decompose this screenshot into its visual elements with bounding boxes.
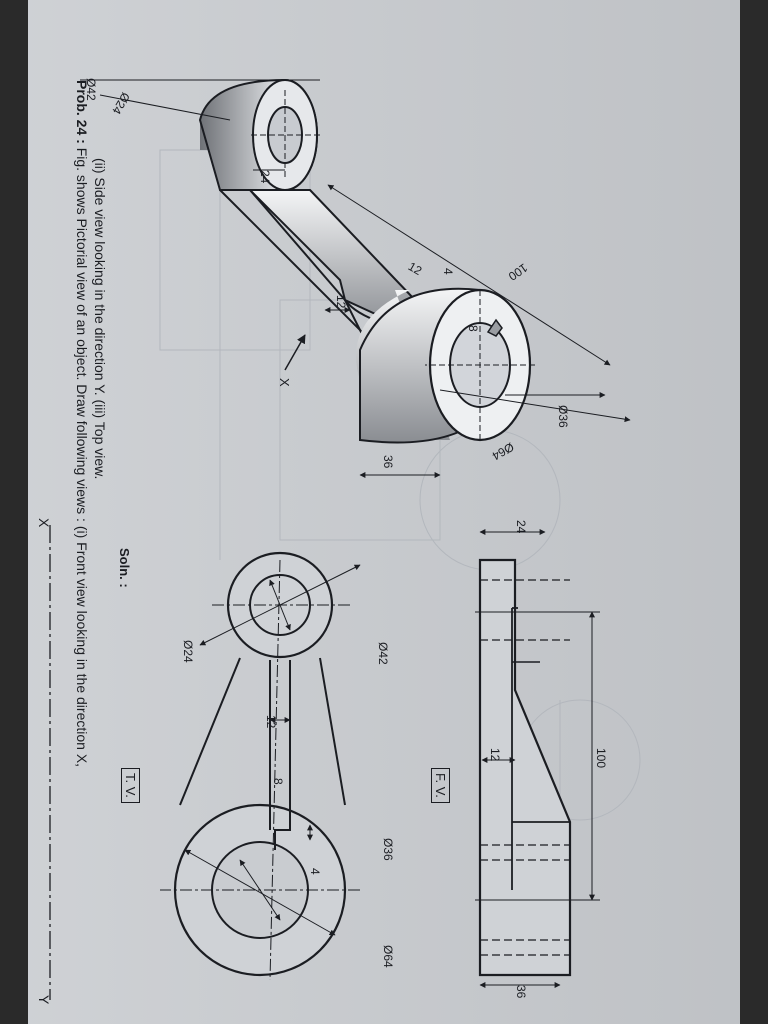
pictorial-dim-d42: Ø42 [84, 78, 98, 101]
top-view-dim-4: 4 [308, 868, 322, 875]
front-view-dim-36: 36 [514, 985, 528, 999]
xy-label-x: X [36, 518, 52, 528]
top-view-dim-d24: Ø24 [181, 640, 195, 663]
front-view-dim-100: 100 [594, 748, 608, 769]
direction-x-label: X [277, 378, 292, 387]
engineering-drawing [49, 79, 641, 1000]
faint-backpage-lines [159, 149, 641, 900]
top-view-dim-8: 8 [271, 778, 285, 785]
pictorial-dim-36: 36 [381, 455, 395, 469]
front-view-dim-12: 12 [488, 748, 502, 762]
front-view [475, 529, 600, 988]
pictorial-dim-d36: Ø36 [556, 405, 570, 428]
textbook-page: Prob. 24 : Fig. shows Pictorial view of … [28, 0, 740, 1024]
front-view-dim-24: 24 [514, 520, 528, 534]
pictorial-dim-8: 8 [466, 325, 480, 332]
top-view-dim-d36: Ø36 [381, 838, 395, 861]
pictorial-dim-12: 12 [334, 295, 348, 309]
pictorial-dim-4: 4 [441, 268, 455, 275]
top-view [160, 551, 361, 981]
pictorial-view [80, 79, 631, 478]
top-view-dim-12: 12 [264, 715, 278, 729]
xy-label-y: Y [36, 995, 52, 1005]
top-view-tag: T. V. [121, 768, 140, 803]
front-view-tag: F. V. [431, 768, 450, 803]
top-view-dim-d42: Ø42 [376, 642, 390, 665]
pictorial-dim-24: 24 [258, 170, 272, 184]
top-view-dim-d64: Ø64 [381, 945, 395, 968]
rotated-page-content: Prob. 24 : Fig. shows Pictorial view of … [28, 0, 740, 1024]
